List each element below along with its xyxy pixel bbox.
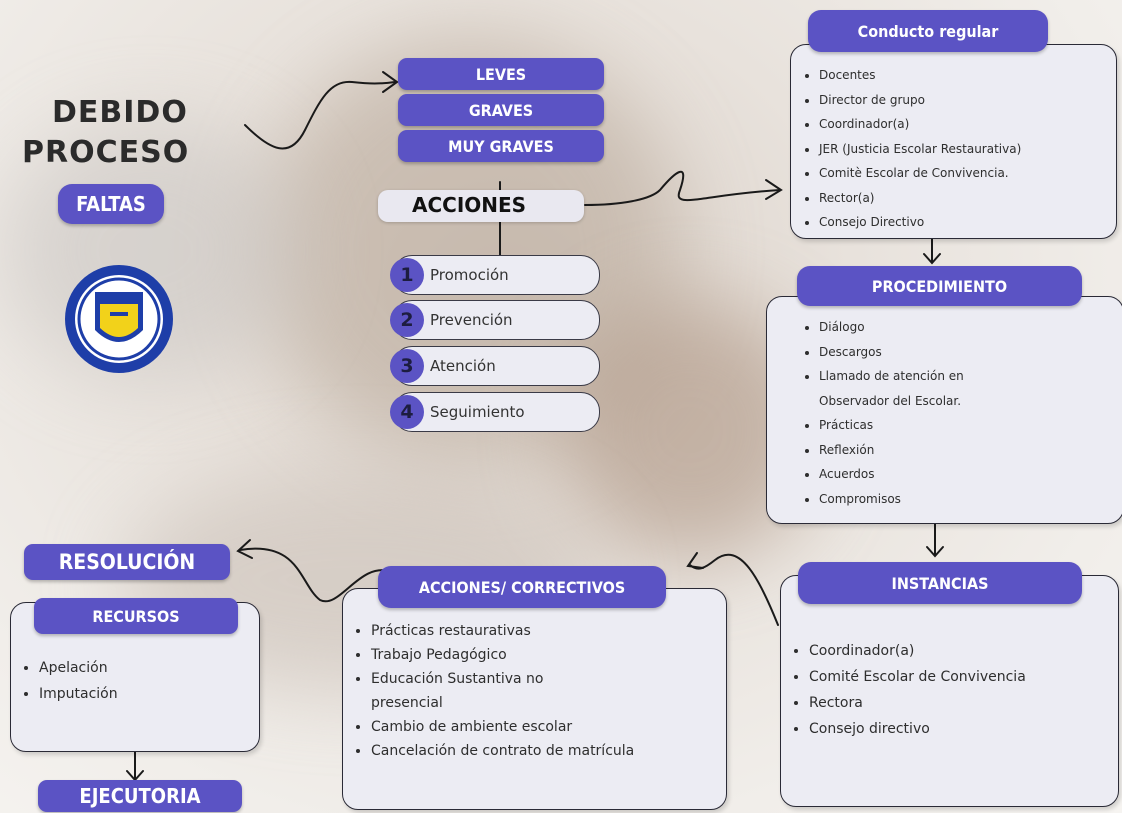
step-number: 1 <box>390 258 424 292</box>
instancias-item: Coordinador(a) <box>809 638 1118 664</box>
acciones-box <box>378 190 584 222</box>
recursos-item: Imputación <box>39 681 259 707</box>
correctivos-card: Prácticas restaurativas Trabajo Pedagógi… <box>342 588 727 810</box>
procedimiento-title: PROCEDIMIENTO <box>797 266 1082 306</box>
conducto-item: Coordinador(a) <box>819 112 1116 137</box>
step-number: 2 <box>390 303 424 337</box>
step-atencion: 3 Atención <box>390 346 600 386</box>
step-label: Seguimiento <box>430 403 525 421</box>
severity-leves: LEVES <box>398 58 604 90</box>
step-promocion: 1 Promoción <box>390 255 600 295</box>
correctivos-item: Cancelación de contrato de matrícula <box>371 739 641 763</box>
resolucion-label: RESOLUCIÓN <box>24 544 230 580</box>
step-label: Atención <box>430 357 496 375</box>
conducto-item: Docentes <box>819 63 1116 88</box>
correctivos-item: Cambio de ambiente escolar <box>371 715 726 739</box>
recursos-title: RECURSOS <box>34 598 238 634</box>
step-prevencion: 2 Prevención <box>390 300 600 340</box>
step-seguimiento: 4 Seguimiento <box>390 392 600 432</box>
procedimiento-item: Prácticas <box>819 413 1122 438</box>
procedimiento-item: Diálogo <box>819 315 1122 340</box>
severity-muy-graves: MUY GRAVES <box>398 130 604 162</box>
conducto-item: Consejo Directivo <box>819 210 1116 235</box>
step-label: Promoción <box>430 266 509 284</box>
school-logo <box>62 262 176 376</box>
conducto-item: Rector(a) <box>819 186 1116 211</box>
instancias-item: Comité Escolar de Convivencia <box>809 664 1118 690</box>
recursos-item: Apelación <box>39 655 259 681</box>
correctivos-item: Prácticas restaurativas <box>371 619 726 643</box>
instancias-title: INSTANCIAS <box>798 562 1082 604</box>
step-label: Prevención <box>430 311 513 329</box>
conducto-item: JER (Justicia Escolar Restaurativa) <box>819 137 1116 162</box>
conducto-item: Director de grupo <box>819 88 1116 113</box>
instancias-item: Consejo directivo <box>809 716 1118 742</box>
step-number: 4 <box>390 395 424 429</box>
correctivos-title: ACCIONES/ CORRECTIVOS <box>378 566 666 608</box>
instancias-card: Coordinador(a) Comité Escolar de Convive… <box>780 575 1119 807</box>
instancias-item: Rectora <box>809 690 1118 716</box>
procedimiento-item: Compromisos <box>819 487 1122 512</box>
step-number: 3 <box>390 349 424 383</box>
conducto-title: Conducto regular <box>808 10 1048 52</box>
title-proceso: PROCESO <box>22 135 190 170</box>
faltas-badge: FALTAS <box>58 184 164 224</box>
acciones-label: ACCIONES <box>412 193 527 217</box>
procedimiento-item: Reflexión <box>819 438 1122 463</box>
title-debido: DEBIDO <box>52 95 188 130</box>
ejecutoria-label: EJECUTORIA <box>38 780 242 812</box>
correctivos-item: Trabajo Pedagógico <box>371 643 726 667</box>
severity-graves: GRAVES <box>398 94 604 126</box>
conducto-card: Docentes Director de grupo Coordinador(a… <box>790 44 1117 239</box>
procedimiento-item: Llamado de atención en Observador del Es… <box>819 364 1019 413</box>
procedimiento-item: Acuerdos <box>819 462 1122 487</box>
conducto-item: Comitè Escolar de Convivencia. <box>819 161 1116 186</box>
procedimiento-item: Descargos <box>819 340 1122 365</box>
correctivos-item: Educación Sustantiva no presencial <box>371 667 611 715</box>
procedimiento-card: Diálogo Descargos Llamado de atención en… <box>766 296 1122 524</box>
